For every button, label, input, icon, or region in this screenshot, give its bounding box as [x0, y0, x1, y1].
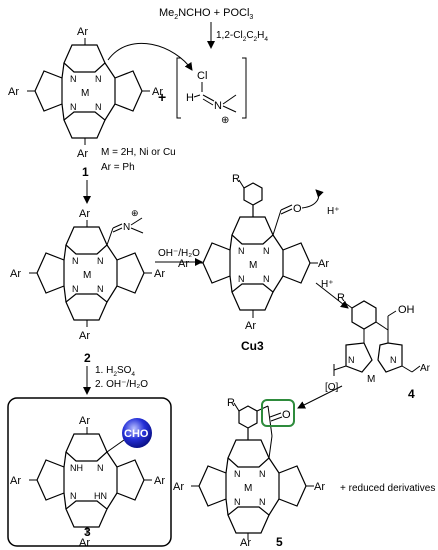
svg-text:Ar: Ar [79, 330, 90, 342]
compound-cu3: R O H⁺ Ar Ar Ar M N N N N Cu3 [178, 173, 340, 353]
arrow-cu3-to-4 [315, 282, 349, 309]
svg-text:Ar: Ar [77, 26, 88, 38]
svg-text:M: M [81, 88, 89, 99]
svg-text:N: N [123, 222, 130, 233]
svg-text:OH: OH [398, 304, 415, 316]
svg-text:2: 2 [84, 351, 91, 365]
svg-text:N: N [95, 74, 102, 84]
attack-arrow [107, 42, 193, 71]
svg-text:N: N [238, 274, 245, 284]
svg-text:Cl: Cl [197, 70, 207, 82]
svg-text:+ reduced derivatives: + reduced derivatives [340, 483, 435, 494]
svg-text:M: M [244, 483, 252, 494]
svg-text:N: N [70, 102, 77, 112]
svg-text:2. OH⁻/H₂O: 2. OH⁻/H₂O [95, 379, 148, 390]
svg-text:[O]: [O] [325, 382, 339, 393]
svg-text:Ar: Ar [10, 475, 21, 487]
svg-text:M: M [367, 374, 375, 385]
plus-sign: + [158, 89, 166, 105]
svg-text:CHO: CHO [124, 428, 149, 440]
svg-text:OH⁻/H₂O: OH⁻/H₂O [158, 248, 200, 259]
svg-text:Me2NCHO + POCl3: Me2NCHO + POCl3 [159, 7, 253, 21]
svg-text:Cu3: Cu3 [241, 339, 264, 353]
svg-text:4: 4 [408, 387, 415, 401]
compound-4: R OH N N M Ar 4 [333, 292, 431, 401]
svg-text:N: N [97, 463, 104, 473]
svg-text:Ar: Ar [314, 481, 325, 493]
svg-text:Ar: Ar [152, 86, 163, 98]
svg-text:N: N [72, 256, 79, 266]
svg-text:Ar: Ar [420, 363, 431, 374]
compound-3-box [7, 397, 172, 547]
svg-text:M: M [83, 270, 91, 281]
svg-text:H⁺: H⁺ [327, 206, 340, 217]
svg-text:M: M [249, 260, 257, 271]
svg-text:Ar: Ar [8, 86, 19, 98]
svg-text:⊕: ⊕ [221, 115, 229, 126]
svg-text:1. H2SO4: 1. H2SO4 [95, 365, 135, 378]
svg-text:N: N [234, 469, 241, 479]
svg-text:O: O [293, 203, 302, 215]
svg-text:Ar: Ar [154, 475, 165, 487]
svg-text:N: N [263, 274, 270, 284]
svg-text:H⁺: H⁺ [321, 279, 334, 290]
svg-text:1: 1 [82, 165, 89, 179]
svg-text:N: N [263, 246, 270, 256]
porphyrin-1: Ar Ar Ar Ar M N N N N 1 M = 2H, Ni or Cu… [8, 26, 176, 179]
svg-text:Ar: Ar [79, 208, 90, 220]
svg-text:N: N [259, 469, 266, 479]
svg-text:N: N [234, 497, 241, 507]
svg-text:N: N [259, 497, 266, 507]
svg-text:Ar: Ar [154, 268, 165, 280]
svg-text:O: O [282, 409, 291, 421]
svg-text:Ar: Ar [245, 320, 256, 332]
svg-text:Ar = Ph: Ar = Ph [101, 162, 135, 173]
svg-text:R: R [337, 292, 345, 304]
svg-text:Ar: Ar [10, 268, 21, 280]
svg-text:N: N [214, 100, 222, 112]
svg-text:Ar: Ar [318, 258, 329, 270]
svg-text:NH: NH [70, 463, 83, 473]
vilsmeier-iminium: Cl H N ⊕ [176, 57, 247, 126]
compound-5-label: 5 [276, 535, 283, 549]
ketone-highlight-box [261, 399, 295, 427]
svg-text:H: H [186, 92, 194, 104]
svg-text:N: N [70, 491, 77, 501]
svg-text:N: N [238, 246, 245, 256]
compound-5: R O Ar Ar Ar M N N N N + reduced derivat… [173, 397, 435, 540]
svg-text:Ar: Ar [79, 415, 90, 427]
svg-text:N: N [97, 284, 104, 294]
arrow-4-to-5 [297, 385, 343, 409]
porphyrin-2: N ⊕ Ar Ar Ar Ar M N N N N 2 [10, 208, 165, 365]
svg-text:R: R [232, 173, 240, 185]
svg-text:R: R [227, 397, 235, 409]
compound-3: CHO Ar Ar Ar Ar NH N N HN 3 [10, 415, 165, 549]
svg-text:Ar: Ar [173, 481, 184, 493]
svg-text:N: N [72, 284, 79, 294]
svg-text:M = 2H, Ni or Cu: M = 2H, Ni or Cu [101, 147, 176, 158]
svg-text:HN: HN [94, 491, 107, 501]
svg-text:1,2-Cl2C2H4: 1,2-Cl2C2H4 [216, 30, 268, 43]
vilsmeier-reagents: Me2NCHO + POCl3 1,2-Cl2C2H4 [159, 7, 268, 49]
svg-text:N: N [70, 74, 77, 84]
svg-text:Ar: Ar [178, 258, 189, 270]
svg-text:Ar: Ar [77, 148, 88, 160]
svg-text:⊕: ⊕ [131, 208, 139, 218]
svg-text:N: N [95, 102, 102, 112]
svg-text:N: N [348, 355, 355, 365]
compound-5-bottom-ar: Ar [240, 537, 251, 549]
svg-text:N: N [390, 355, 397, 365]
svg-text:N: N [97, 256, 104, 266]
svg-text:Ar: Ar [79, 537, 90, 549]
cho-highlight-sphere [122, 418, 152, 448]
compound-3-label: 3 [84, 525, 91, 539]
